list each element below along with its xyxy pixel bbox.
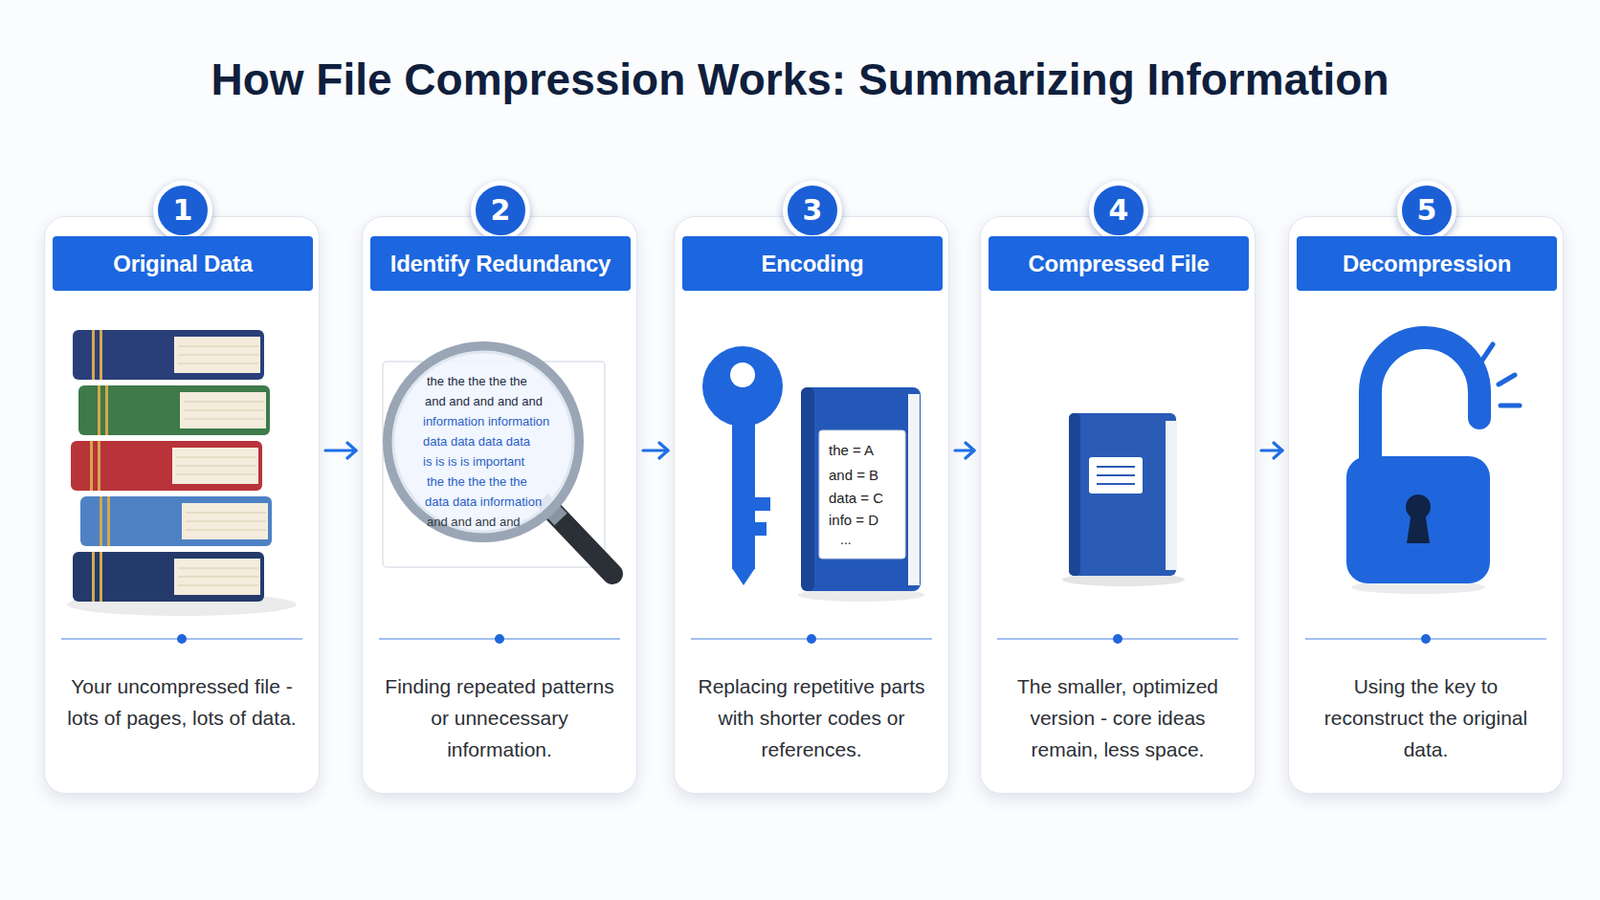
step-number-circle: 1 bbox=[153, 180, 213, 241]
flow-arrow bbox=[955, 448, 975, 452]
step-description: Finding repeated patterns or unnecessary… bbox=[376, 670, 623, 766]
code-entry: and = B bbox=[828, 466, 879, 484]
step-number: 2 bbox=[490, 196, 512, 225]
step-description: Replacing repetitive parts with shorter … bbox=[688, 670, 935, 766]
redundant-text: data data information bbox=[424, 494, 542, 510]
code-entry: ... bbox=[840, 532, 852, 548]
step-number-circle: 3 bbox=[782, 180, 843, 241]
redundant-text: the the the the the bbox=[426, 474, 528, 489]
flow-arrow bbox=[643, 448, 668, 452]
step-number: 5 bbox=[1417, 196, 1438, 225]
step-header-band: Identify Redundancy bbox=[370, 236, 631, 291]
flow-arrow bbox=[1261, 448, 1283, 452]
step-number-circle: 2 bbox=[470, 180, 531, 241]
step-card: Using the key to reconstruct the origina… bbox=[1288, 216, 1564, 795]
step-description: The smaller, optimized version - core id… bbox=[994, 670, 1242, 766]
redundant-text: and and and and bbox=[426, 514, 521, 530]
step-number-circle: 5 bbox=[1397, 180, 1457, 241]
step-header-band: Decompression bbox=[1296, 236, 1557, 291]
step-number: 4 bbox=[1109, 196, 1130, 225]
redundant-text: and and and and and bbox=[424, 394, 543, 409]
diagram-title: How File Compression Works: Summarizing … bbox=[0, 53, 1600, 106]
code-entry: the = A bbox=[828, 442, 874, 459]
code-entry: info = D bbox=[828, 511, 879, 529]
code-entry: data = C bbox=[828, 489, 884, 507]
step-heading: Original Data bbox=[112, 250, 252, 278]
step-heading: Encoding bbox=[761, 250, 865, 278]
step-number-circle: 4 bbox=[1088, 180, 1149, 241]
step-heading: Decompression bbox=[1342, 250, 1512, 278]
redundant-text: is is is is important bbox=[422, 454, 525, 469]
redundant-text: information information bbox=[422, 414, 550, 429]
step-header-band: Original Data bbox=[52, 236, 313, 291]
step-heading: Compressed File bbox=[1028, 250, 1210, 278]
step-heading: Identify Redundancy bbox=[390, 250, 611, 278]
step-card: Your uncompressed file - lots of pages, … bbox=[44, 216, 320, 795]
step-header-band: Encoding bbox=[682, 236, 943, 291]
step-description: Your uncompressed file - lots of pages, … bbox=[58, 670, 306, 734]
redundant-text: data data data data bbox=[422, 434, 531, 449]
step-number: 3 bbox=[802, 196, 823, 225]
step-card: Replacing repetitive parts with shorter … bbox=[673, 216, 950, 795]
redundant-text: the the the the the bbox=[426, 374, 528, 389]
step-number: 1 bbox=[173, 196, 194, 225]
step-header-band: Compressed File bbox=[988, 236, 1249, 291]
flow-arrow bbox=[325, 448, 356, 452]
step-description: Using the key to reconstruct the origina… bbox=[1302, 670, 1550, 766]
step-card: The smaller, optimized version - core id… bbox=[979, 216, 1256, 795]
